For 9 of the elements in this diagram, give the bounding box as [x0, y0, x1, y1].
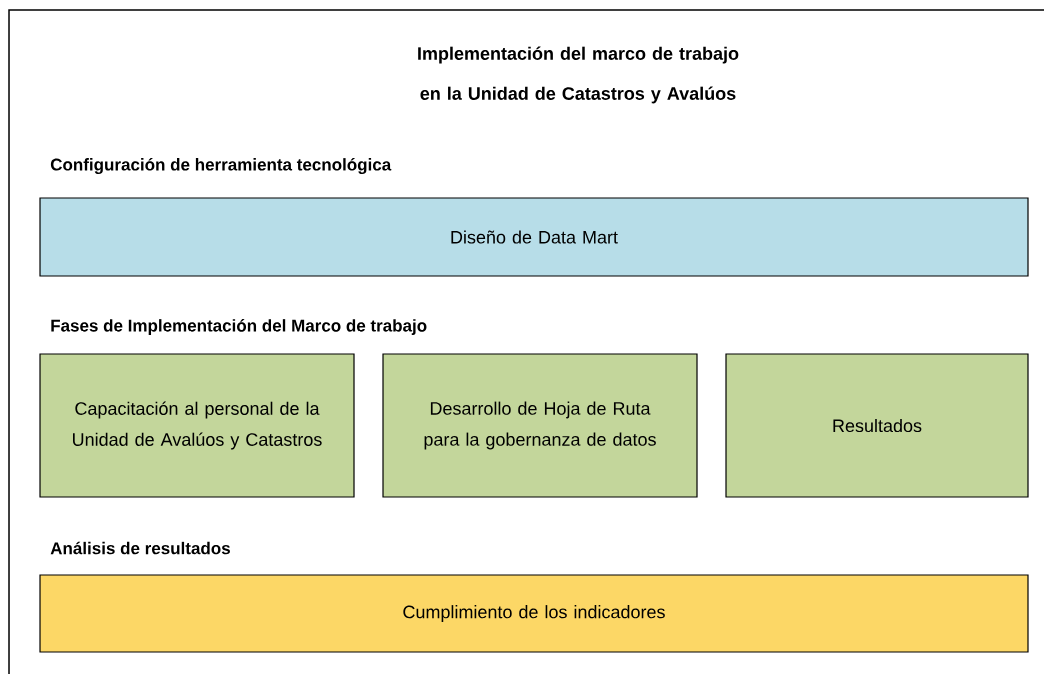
phase-box: Capacitación al personal de la Unidad de Avalúos y Catastros — [39, 353, 355, 498]
title: Implementación del marco de trabajo en la Unidad de Catastros y Avalúos — [418, 46, 739, 104]
phase-box: Diseño de Data Mart — [39, 197, 1029, 277]
section-heading: Configuración de herramienta tecnológica — [50, 157, 392, 175]
phase-box: Cumplimiento de los indicadores — [39, 574, 1029, 653]
section-heading: Fases de Implementación del Marco de trabajo — [51, 319, 427, 335]
section-heading: Análisis de resultados — [50, 541, 230, 555]
phase-box: Desarrollo de Hoja de Ruta para la gobernanza de datos — [382, 353, 698, 498]
phase-box: Resultados — [725, 353, 1029, 498]
